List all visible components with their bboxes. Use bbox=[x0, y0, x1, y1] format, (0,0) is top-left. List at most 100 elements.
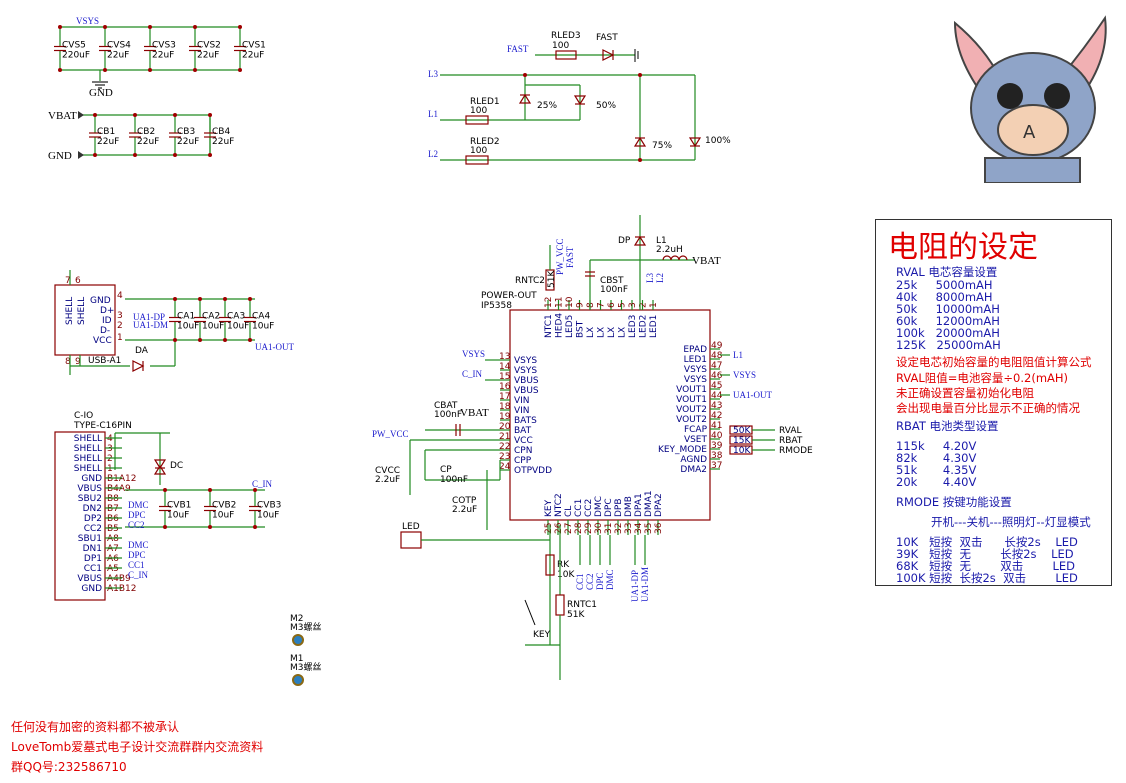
ic-left-pin: VBUS bbox=[514, 386, 539, 396]
ic-left-pin: VCC bbox=[514, 436, 533, 446]
ic-top-num: 8 bbox=[586, 302, 596, 308]
ic-bottom-pin: CC2 bbox=[584, 499, 594, 517]
ic-bottom-num: 28 bbox=[574, 522, 584, 534]
usbc-pin-num: A6 bbox=[107, 554, 119, 564]
ic-top-num: 3 bbox=[628, 302, 638, 308]
ip5358-ic: POWER-OUT IP5358 NTC112HED411LED510BST9L… bbox=[481, 291, 723, 535]
cvs-cap-2-val: 22uF bbox=[152, 51, 174, 61]
ic-right-num: 49 bbox=[711, 341, 723, 351]
settings-line: 25k 5000mAH bbox=[896, 278, 993, 292]
usbc-pin-name: DP1 bbox=[84, 554, 102, 564]
ic-right-pin: VOUT1 bbox=[676, 385, 707, 395]
ic-left-pin: VIN bbox=[514, 396, 530, 406]
ic-left-pin: CPN bbox=[514, 446, 532, 456]
r-ua1-net: UA1-OUT bbox=[733, 390, 772, 400]
ic-top-pin: BST bbox=[576, 320, 586, 338]
cb-cap-3-val: 22uF bbox=[212, 137, 234, 147]
ic-bottom-pin: CC1 bbox=[574, 499, 584, 517]
l3-net: L3 bbox=[428, 69, 438, 79]
cnet-0: DMC bbox=[128, 500, 149, 510]
ic-right-pin: LED1 bbox=[684, 355, 707, 365]
footer-notes: 任何没有加密的资料都不被承认 LoveTomb爱墓式电子设计交流群群内交流资料 … bbox=[11, 717, 263, 777]
ca-cap-2-val: 10uF bbox=[227, 322, 249, 332]
r-vsys-net: VSYS bbox=[733, 370, 756, 380]
settings-line: 10K 短按 双击 长按2s LED bbox=[896, 535, 1078, 549]
usbc-pin-name: CC2 bbox=[84, 524, 102, 534]
ic-bottom-net: CC1 bbox=[575, 573, 585, 590]
usba-pin-1: 1 bbox=[117, 333, 123, 343]
ic-bottom-num: 27 bbox=[564, 523, 574, 534]
m2-ref: M2 bbox=[290, 614, 304, 624]
pwvcc-net-2: PW_VCC bbox=[372, 429, 409, 439]
settings-line: RMODE 按键功能设置 bbox=[896, 495, 1012, 509]
ic-top-num: 10 bbox=[565, 296, 575, 308]
ic-right-num: 46 bbox=[711, 371, 723, 381]
settings-line: 会出现电量百分比显示不正确的情况 bbox=[896, 401, 1080, 415]
ic-left-num: 19 bbox=[499, 412, 511, 422]
ic-bottom-pin: CL bbox=[564, 506, 574, 517]
ic-external: RNTC2 51K PW_VCC FAST CBST 100nF DP L1 2… bbox=[372, 215, 813, 680]
ic-bottom-num: 35 bbox=[644, 523, 654, 534]
ic-right-num: 39 bbox=[711, 441, 723, 451]
rntc1-val: 51K bbox=[567, 610, 585, 620]
cvb-cap-0-ref: CVB1 bbox=[167, 501, 191, 511]
ic-left-num: 24 bbox=[499, 462, 511, 472]
vbat-net-2: VBAT bbox=[460, 407, 489, 419]
rled2-ref: RLED2 bbox=[470, 137, 500, 147]
ic-part: IP5358 bbox=[481, 301, 512, 311]
ic-top-pin: LED5 bbox=[565, 315, 575, 338]
p25-label: 25% bbox=[537, 101, 557, 111]
ic-right-num: 40 bbox=[711, 431, 723, 441]
settings-line: 100K 短按 长按2s 双击 LED bbox=[896, 571, 1078, 585]
usbc-pin-num: A7 bbox=[107, 544, 119, 554]
r-l1-net: L1 bbox=[733, 350, 743, 360]
ca-cap-3-ref: CA4 bbox=[252, 312, 270, 322]
ic-right-pin: EPAD bbox=[683, 345, 707, 355]
usbc-pin-name: CC1 bbox=[84, 564, 102, 574]
ic-bottom-num: 31 bbox=[604, 523, 614, 534]
ic-right-pin: VOUT2 bbox=[676, 415, 707, 425]
mount-holes: M2 M3螺丝 M1 M3螺丝 bbox=[290, 614, 322, 686]
rled3-ref: RLED3 bbox=[551, 31, 581, 41]
r50k-label: 50K bbox=[733, 426, 751, 436]
ic-left-num: 13 bbox=[499, 352, 510, 362]
cp-val: 100nF bbox=[440, 475, 468, 485]
cvs-cap-4-ref: CVS1 bbox=[242, 41, 266, 51]
ic-left-num: 23 bbox=[499, 452, 510, 462]
rntc1-ref: RNTC1 bbox=[567, 600, 597, 610]
ic-right-num: 44 bbox=[711, 391, 723, 401]
vsys-label: VSYS bbox=[76, 16, 99, 26]
dc-ref: DC bbox=[170, 461, 183, 471]
usbc-pin-name: SBU1 bbox=[78, 534, 102, 544]
ic-right-pin: VOUT1 bbox=[676, 395, 707, 405]
settings-line: 未正确设置容量初始化电阻 bbox=[896, 386, 1034, 400]
ic-right-num: 45 bbox=[711, 381, 722, 391]
settings-line: 50k 10000mAH bbox=[896, 302, 1000, 316]
usbc-pin-name: SBU2 bbox=[78, 494, 102, 504]
usbc-pin-name: GND bbox=[81, 474, 102, 484]
ic-bottom-net: DMC bbox=[605, 569, 615, 590]
cbst-val: 100nF bbox=[600, 285, 628, 295]
ic-bottom-num: 33 bbox=[624, 523, 634, 534]
ic-top-pin: NTC1 bbox=[544, 314, 554, 338]
vsys-cap-bank: VSYS GND CVS5220uFCVS422uFCVS322uFCVS222… bbox=[54, 16, 266, 99]
rled1-val: 100 bbox=[470, 106, 487, 116]
l2-net-2: L2 bbox=[655, 273, 665, 283]
cnet-3: DMC bbox=[128, 540, 149, 550]
l1-val: 2.2uH bbox=[656, 245, 683, 255]
cb-cap-2-ref: CB3 bbox=[177, 127, 195, 137]
cnet-1: DPC bbox=[128, 510, 146, 520]
ic-top-num: 7 bbox=[597, 302, 607, 308]
usbc-pin-num: A1B12 bbox=[107, 584, 137, 594]
usbc-pin-num: B6 bbox=[107, 514, 119, 524]
cotp-val: 2.2uF bbox=[452, 505, 477, 515]
cvs-cap-1-val: 22uF bbox=[107, 51, 129, 61]
cvcc-ref: CVCC bbox=[375, 466, 400, 476]
